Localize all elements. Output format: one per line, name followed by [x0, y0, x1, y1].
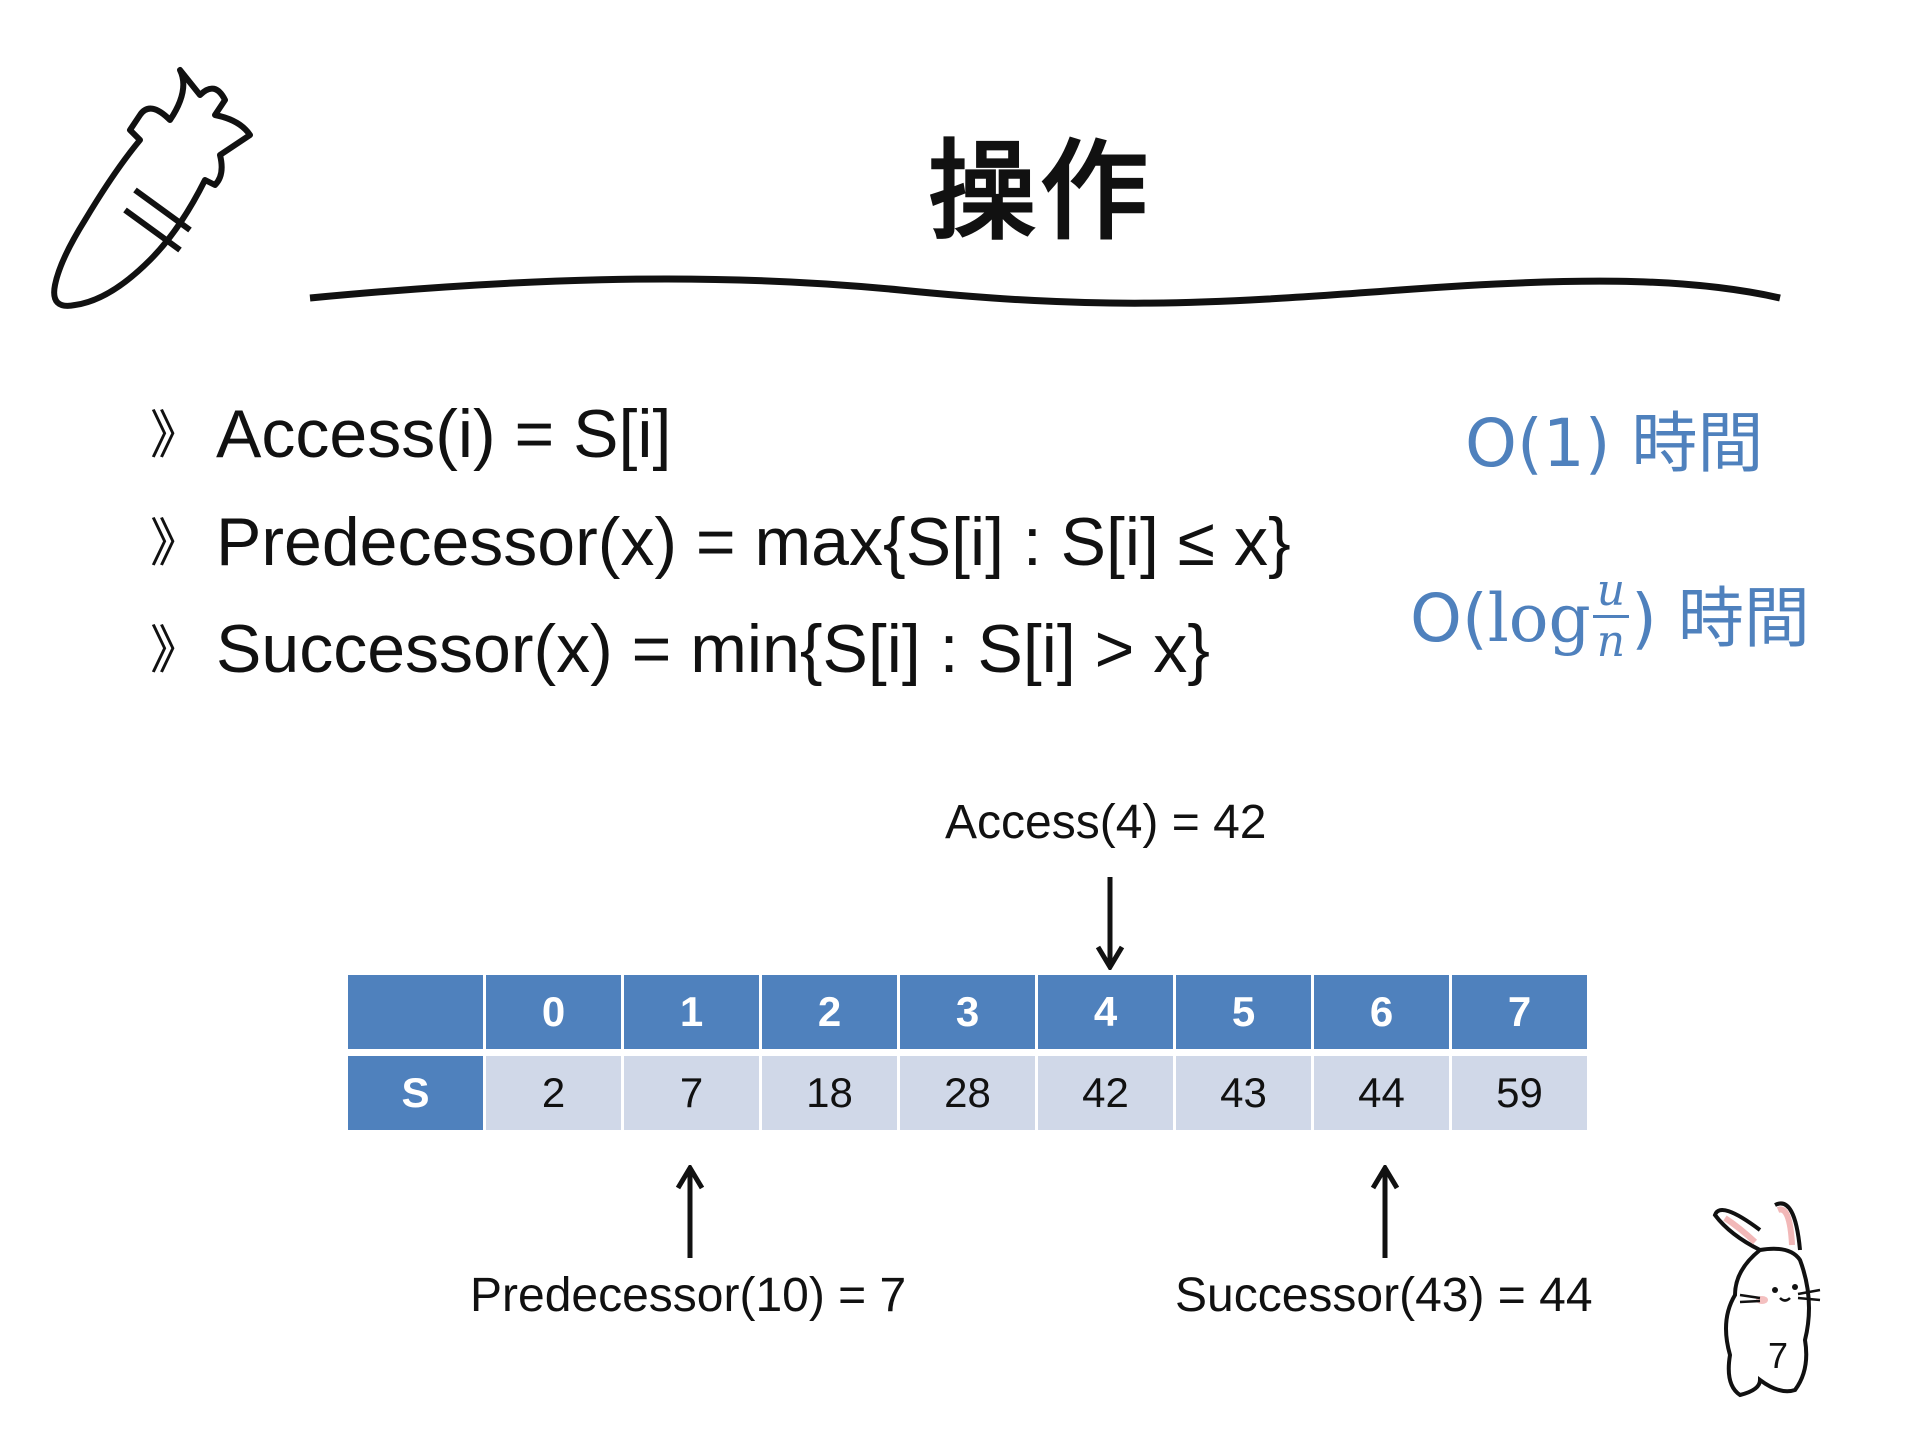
value-cell: 43 — [1176, 1056, 1311, 1130]
predecessor-annotation: Predecessor(10) = 7 — [470, 1269, 907, 1322]
page-number: 7 — [1768, 1335, 1789, 1376]
bullet-access: 》Access(i) = S[i] — [150, 400, 671, 468]
index-cell: 7 — [1452, 975, 1587, 1056]
value-cell: 7 — [624, 1056, 759, 1130]
header-corner-cell — [348, 975, 483, 1056]
access-annotation: Access(4) = 42 — [945, 796, 1267, 849]
bullet-marker: 》 — [150, 622, 203, 680]
bullet-text: Access(i) = S[i] — [216, 396, 672, 472]
down-arrow-icon — [1095, 877, 1125, 970]
slide-title: 操作 — [927, 130, 1152, 255]
value-cell: 42 — [1038, 1056, 1173, 1130]
carrot-illustration — [51, 67, 253, 309]
bullet-text: Successor(x) = min{S[i] : S[i] > x} — [216, 611, 1210, 687]
fraction-denominator: n — [1596, 616, 1626, 668]
value-cell: 59 — [1452, 1056, 1587, 1130]
rabbit-illustration — [1712, 1201, 1821, 1398]
fraction-numerator: u — [1592, 569, 1630, 619]
index-cell: 0 — [486, 975, 621, 1056]
bullet-successor: 》Successor(x) = min{S[i] : S[i] > x} — [150, 615, 1210, 683]
bullet-marker: 》 — [150, 407, 203, 465]
up-arrow-icon — [1370, 1165, 1400, 1258]
index-cell: 5 — [1176, 975, 1311, 1056]
index-cell: 4 — [1038, 975, 1173, 1056]
index-cell: 3 — [900, 975, 1035, 1056]
title-underline — [309, 275, 1781, 307]
index-cell: 1 — [624, 975, 759, 1056]
value-cell: 44 — [1314, 1056, 1449, 1130]
bullet-marker: 》 — [150, 515, 203, 573]
row-label-cell: S — [348, 1056, 483, 1130]
log-text: log — [1487, 580, 1591, 657]
up-arrow-icon — [675, 1165, 705, 1258]
complexity-access: O(1) 時間 — [1465, 405, 1764, 482]
value-cell: 18 — [762, 1056, 897, 1130]
successor-annotation: Successor(43) = 44 — [1175, 1269, 1593, 1322]
bullet-predecessor: 》Predecessor(x) = max{S[i] : S[i] ≤ x} — [150, 508, 1291, 576]
value-cell: 2 — [486, 1056, 621, 1130]
value-cell: 28 — [900, 1056, 1035, 1130]
index-cell: 6 — [1314, 975, 1449, 1056]
bullet-text: Predecessor(x) = max{S[i] : S[i] ≤ x} — [216, 504, 1291, 580]
complexity-prefix: O( — [1410, 580, 1488, 657]
index-cell: 2 — [762, 975, 897, 1056]
complexity-suffix: ) 時間 — [1631, 580, 1810, 657]
